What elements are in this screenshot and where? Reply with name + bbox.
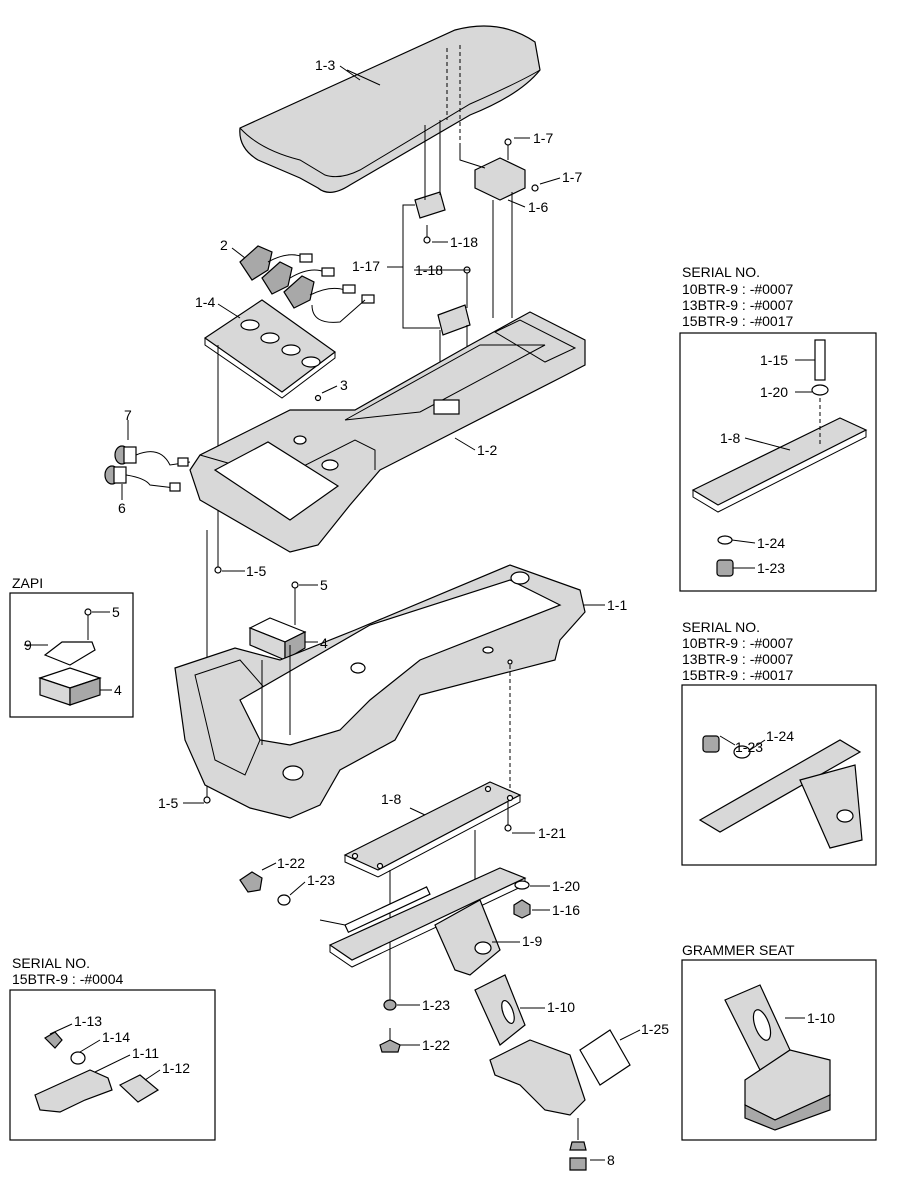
serial-inset-2 (681, 684, 877, 866)
label-4b: 4 (114, 682, 122, 698)
label-1-23a: 1-23 (307, 872, 335, 888)
serial1-line4: 15BTR-9 : -#0017 (682, 313, 793, 329)
label-5b: 5 (112, 604, 120, 620)
label-1-13: 1-13 (74, 1013, 102, 1029)
part-2-switches (239, 245, 375, 323)
label-1-16: 1-16 (552, 902, 580, 918)
label-1-23b: 1-23 (422, 997, 450, 1013)
serial1-line3: 13BTR-9 : -#0007 (682, 297, 793, 313)
serial3-line1: SERIAL NO. (12, 955, 90, 971)
serial-inset-1 (679, 332, 877, 592)
label-3: 3 (340, 377, 348, 393)
label-1-8: 1-8 (381, 791, 401, 807)
label-1-12: 1-12 (162, 1060, 190, 1076)
serial2-line1: SERIAL NO. (682, 619, 760, 635)
serial1-line2: 10BTR-9 : -#0007 (682, 281, 793, 297)
label-6: 6 (118, 500, 126, 516)
serial1-line1: SERIAL NO. (682, 264, 760, 280)
zapi-inset (9, 592, 134, 718)
small-fasteners (239, 871, 531, 1053)
part-1-6-bracket (459, 138, 539, 318)
part-labels: 1-3 1-7 1-7 1-6 1-18 1-18 1-17 2 1-4 3 7… (12, 57, 835, 1168)
label-1-20: 1-20 (552, 878, 580, 894)
parts-7-6-pushbuttons (104, 445, 191, 492)
label-1-18a: 1-18 (450, 234, 478, 250)
label-1-7a: 1-7 (533, 130, 553, 146)
label-1-6: 1-6 (528, 199, 548, 215)
label-1-23c: 1-23 (757, 560, 785, 576)
label-9: 9 (24, 637, 32, 653)
label-1-18b: 1-18 (415, 262, 443, 278)
label-1-23d: 1-23 (735, 739, 763, 755)
label-8: 8 (607, 1152, 615, 1168)
label-1-2: 1-2 (477, 442, 497, 458)
serial2-line3: 13BTR-9 : -#0007 (682, 651, 793, 667)
label-1-5b: 1-5 (158, 795, 178, 811)
label-1-22a: 1-22 (277, 855, 305, 871)
label-1-7b: 1-7 (562, 169, 582, 185)
label-4a: 4 (320, 635, 328, 651)
label-1-8b: 1-8 (720, 430, 740, 446)
label-1-10a: 1-10 (547, 999, 575, 1015)
zapi-title: ZAPI (12, 575, 43, 591)
grammer-seat-inset (681, 959, 877, 1141)
label-1-9: 1-9 (522, 933, 542, 949)
label-1-17: 1-17 (352, 258, 380, 274)
label-1-4: 1-4 (195, 294, 215, 310)
part-1-3-armrest-pad (239, 25, 541, 193)
leader-lines (24, 65, 815, 1161)
label-1-24b: 1-24 (766, 728, 794, 744)
part-1-2-console-cover (189, 311, 586, 553)
label-1-21: 1-21 (538, 825, 566, 841)
label-1-25: 1-25 (641, 1021, 669, 1037)
serial2-line4: 15BTR-9 : -#0017 (682, 667, 793, 683)
label-1-15: 1-15 (760, 352, 788, 368)
label-1-11: 1-11 (132, 1045, 159, 1061)
label-5a: 5 (320, 577, 328, 593)
label-1-24a: 1-24 (757, 535, 785, 551)
label-1-22b: 1-22 (422, 1037, 450, 1053)
label-1-20b: 1-20 (760, 384, 788, 400)
label-1-1: 1-1 (607, 597, 627, 613)
label-7: 7 (124, 407, 132, 423)
label-2: 2 (220, 237, 228, 253)
label-1-5a: 1-5 (246, 563, 266, 579)
label-1-10b: 1-10 (807, 1010, 835, 1026)
part-1-1-console-body (174, 564, 586, 819)
label-1-3: 1-3 (315, 57, 335, 73)
part-1-10-bracket (474, 974, 631, 1171)
part-1-9-slide-rail (319, 867, 527, 976)
serial-inset-3 (9, 989, 216, 1141)
label-1-14: 1-14 (102, 1029, 130, 1045)
serial2-line2: 10BTR-9 : -#0007 (682, 635, 793, 651)
grammer-title: GRAMMER SEAT (682, 942, 795, 958)
part-1-8-plate (343, 781, 522, 1000)
serial3-line2: 15BTR-9 : -#0004 (12, 971, 123, 987)
part-4-contactor (248, 581, 307, 662)
part-1-4-switch-panel (203, 299, 337, 568)
